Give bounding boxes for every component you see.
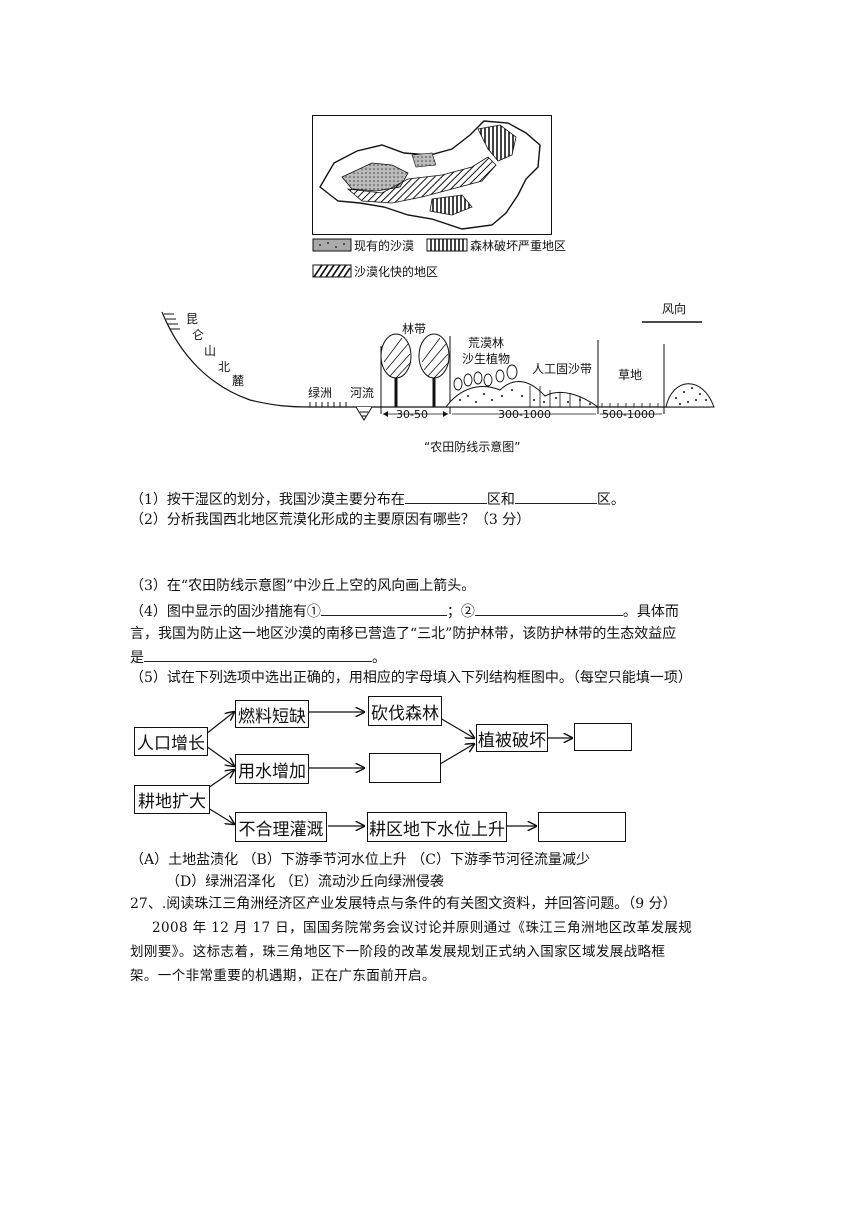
china-map-graphic	[312, 115, 552, 235]
flow-deforestation: 砍伐森林	[368, 696, 442, 726]
options-line-1: （A）土地盐渍化 （B）下游季节河水位上升 （C）下游季节河径流量减少	[130, 852, 591, 868]
question-4-line3: 是。	[130, 646, 386, 669]
shrub-label-2: 沙生植物	[462, 352, 511, 366]
flow-farmland-expansion: 耕地扩大	[134, 785, 210, 814]
flow-answer-box-1[interactable]	[369, 753, 441, 783]
q4-blank-3[interactable]	[144, 646, 372, 662]
q4-blank-1[interactable]	[320, 600, 447, 616]
grassland-label: 草地	[618, 368, 643, 382]
flow-vegetation-damage: 植被破坏	[476, 724, 548, 752]
distance-30-50: 30-50	[396, 408, 428, 421]
flow-population-growth: 人口增长	[134, 727, 208, 756]
q1-blank-1[interactable]	[404, 488, 487, 504]
flow-groundwater-rise: 耕区地下水位上升	[367, 812, 507, 842]
flow-improper-irrigation: 不合理灌溉	[235, 812, 327, 842]
flow-arrows	[205, 698, 650, 848]
flow-fuel-shortage: 燃料短缺	[235, 700, 309, 728]
river-label: 河流	[350, 386, 375, 400]
q27-paragraph-line-3: 架。一个非常重要的机遇期，正在广东面前开启。	[130, 968, 436, 984]
q27-paragraph-line-2: 划刚要》。这标志着，珠三角地区下一阶段的改革发展规划正式纳入国家区域发展战略框	[130, 944, 666, 960]
question-4-line2: 言，我国为防止这一地区沙漠的南移已营造了“三北”防护林带，该防护林带的生态效益应	[130, 626, 677, 642]
desert-swatch-icon	[312, 238, 352, 252]
q27-paragraph-line-1: 2008 年 12 月 17 日，国国务院常务会议讨论并原则通过《珠江三角洲地区…	[152, 920, 693, 936]
q4-blank-2[interactable]	[474, 600, 623, 616]
options-line-2: （D）绿洲沼泽化 （E）流动沙丘向绿洲侵袭	[166, 874, 444, 890]
flow-water-use-increase: 用水增加	[235, 754, 309, 784]
flow-answer-box-2[interactable]	[574, 723, 632, 751]
farmland-defense-diagram: 昆 仑 山 北 麓 绿洲 河流 林带 荒漠林 沙生植物 人工固沙带 草地 风向 …	[150, 296, 730, 460]
legend-fast-desertification: 沙漠化快的地区	[354, 265, 439, 279]
shrub-label-1: 荒漠林	[468, 336, 505, 350]
question-3: （3）在“农田防线示意图”中沙丘上空的风向画上箭头。	[130, 578, 476, 594]
mountain-label: 昆 仑 山 北 麓	[186, 312, 245, 388]
sand-fence-label: 人工固沙带	[532, 362, 593, 376]
oasis-label: 绿洲	[308, 386, 333, 400]
wind-label: 风向	[662, 302, 687, 316]
q1-blank-2[interactable]	[514, 488, 597, 504]
flow-answer-box-3[interactable]	[538, 812, 626, 842]
question-27-title: 27、.阅读珠江三角洲经济区产业发展特点与条件的有关图文资料，并回答问题。（9 …	[130, 896, 677, 912]
diagram-caption: “农田防线示意图”	[424, 440, 521, 454]
question-2: （2）分析我国西北地区荒漠化形成的主要原因有哪些？（3 分）	[130, 512, 531, 528]
forest-swatch-icon	[426, 238, 468, 252]
question-4-line1: （4）图中显示的固沙措施有①；②。具体而	[130, 600, 679, 623]
distance-300-1000: 300-1000	[498, 408, 551, 421]
profile-graphic	[161, 311, 715, 421]
legend-existing-desert: 现有的沙漠	[354, 239, 415, 253]
map-legend: 现有的沙漠 森林破坏严重地区 沙漠化快的地区	[312, 238, 572, 282]
question-1: （1）按干湿区的划分，我国沙漠主要分布在区和区。	[130, 488, 625, 511]
distance-500-1000: 500-1000	[602, 408, 655, 421]
forest-belt-label: 林带	[402, 322, 427, 336]
desertification-swatch-icon	[312, 264, 352, 278]
legend-deforestation: 森林破坏严重地区	[470, 239, 567, 253]
question-5: （5）试在下列选项中选出正确的，用相应的字母填入下列结构框图中。（每空只能填一项…	[130, 670, 692, 686]
desert-map	[312, 115, 552, 235]
